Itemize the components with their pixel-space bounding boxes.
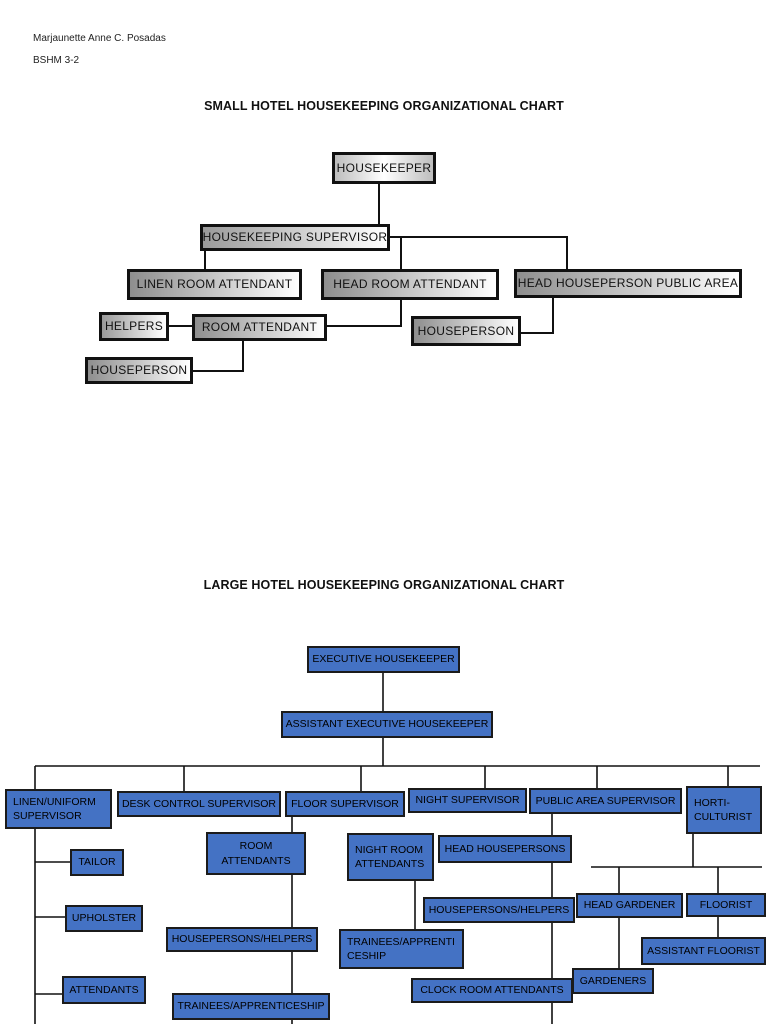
floorist-box: FLOORIST	[686, 893, 766, 917]
executive-housekeeper-box: EXECUTIVE HOUSEKEEPER	[307, 646, 460, 673]
housepersons-helpers-floor-box: HOUSEPERSONS/HELPERS	[166, 927, 318, 952]
linen-uniform-supervisor-box: LINEN/UNIFORM SUPERVISOR	[5, 789, 112, 829]
public-area-supervisor-box: PUBLIC AREA SUPERVISOR	[529, 788, 682, 814]
author-name: Marjaunette Anne C. Posadas	[33, 33, 166, 44]
houseperson-room-box: HOUSEPERSON	[85, 357, 193, 384]
trainees-apprenticeship-floor-box: TRAINEES/APPRENTICESHIP	[172, 993, 330, 1020]
trainees-apprenticeship-night-box: TRAINEES/APPRENTICESHIP	[339, 929, 464, 969]
head-room-attendant-box: HEAD ROOM ATTENDANT	[321, 269, 499, 300]
houseperson-public-box: HOUSEPERSON	[411, 316, 521, 346]
floor-supervisor-box: FLOOR SUPERVISOR	[285, 791, 405, 817]
upholster-box: UPHOLSTER	[65, 905, 143, 932]
attendants-box: ATTENDANTS	[62, 976, 146, 1004]
night-supervisor-box: NIGHT SUPERVISOR	[408, 788, 527, 813]
desk-control-supervisor-box: DESK CONTROL SUPERVISOR	[117, 791, 281, 817]
housepersons-helpers-public-box: HOUSEPERSONS/HELPERS	[423, 897, 575, 923]
clock-room-attendants-box: CLOCK ROOM ATTENDANTS	[411, 978, 573, 1003]
linen-room-attendant-box: LINEN ROOM ATTENDANT	[127, 269, 302, 300]
head-houseperson-public-area-box: HEAD HOUSEPERSON PUBLIC AREA	[514, 269, 742, 298]
housekeeper-box: HOUSEKEEPER	[332, 152, 436, 184]
room-attendants-box: ROOM ATTENDANTS	[206, 832, 306, 875]
head-housepersons-box: HEAD HOUSEPERSONS	[438, 835, 572, 863]
tailor-box: TAILOR	[70, 849, 124, 876]
room-attendant-box: ROOM ATTENDANT	[192, 314, 327, 341]
housekeeping-supervisor-box: HOUSEKEEPING SUPERVISOR	[200, 224, 390, 251]
horticulturist-box: HORTI-CULTURIST	[686, 786, 762, 834]
small-chart-title: SMALL HOTEL HOUSEKEEPING ORGANIZATIONAL …	[204, 99, 564, 113]
class-section: BSHM 3-2	[33, 55, 80, 66]
large-chart-title: LARGE HOTEL HOUSEKEEPING ORGANIZATIONAL …	[203, 578, 565, 592]
night-room-attendants-box: NIGHT ROOM ATTENDANTS	[347, 833, 434, 881]
assistant-executive-housekeeper-box: ASSISTANT EXECUTIVE HOUSEKEEPER	[281, 711, 493, 738]
head-gardener-box: HEAD GARDENER	[576, 893, 683, 918]
assistant-floorist-box: ASSISTANT FLOORIST	[641, 937, 766, 965]
helpers-box: HELPERS	[99, 312, 169, 341]
gardeners-box: GARDENERS	[572, 968, 654, 994]
